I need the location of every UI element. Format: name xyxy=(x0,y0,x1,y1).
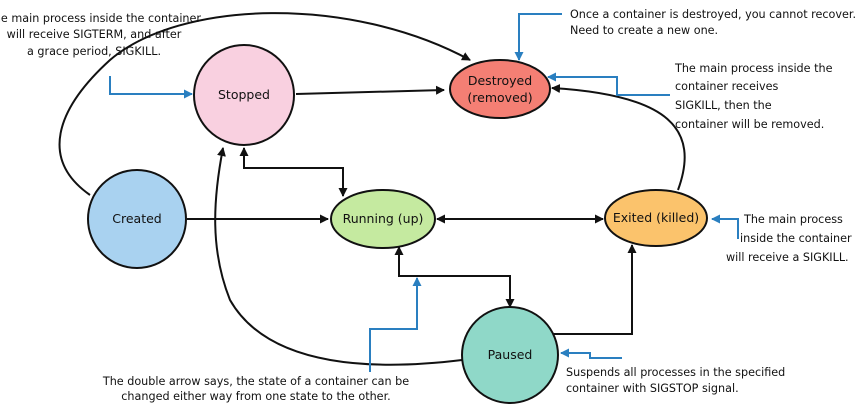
note-removed-line-1: The main process inside the xyxy=(674,62,833,75)
note-paused: Suspends all processes in the specified … xyxy=(566,366,785,395)
state-destroyed-label-1: Destroyed xyxy=(468,73,532,88)
state-running-label: Running (up) xyxy=(343,211,424,226)
state-destroyed-label-2: (removed) xyxy=(467,90,532,105)
note-removed-line-2: container receives xyxy=(675,80,778,93)
note-paused-line-2: container with SIGSTOP signal. xyxy=(566,382,739,395)
state-exited: Exited (killed) xyxy=(604,189,708,247)
state-created-circle xyxy=(87,169,187,269)
state-exited-ellipse xyxy=(604,189,708,247)
pointer-exited xyxy=(711,214,739,239)
pointer-paused xyxy=(560,348,622,359)
state-running-ellipse xyxy=(330,189,436,249)
note-destroyed-line-1: Once a container is destroyed, you canno… xyxy=(570,8,856,21)
arrow-created-to-destroyed xyxy=(58,12,471,196)
state-stopped-label: Stopped xyxy=(218,87,270,102)
note-paused-line-1: Suspends all processes in the specified xyxy=(566,366,785,379)
arrow-running-paused xyxy=(394,246,515,308)
state-stopped-circle xyxy=(193,44,295,146)
state-paused: Paused xyxy=(461,306,559,404)
note-stopped-line-2: will receive SIGTERM, and after xyxy=(7,28,182,41)
arrow-stopped-running xyxy=(239,147,348,197)
state-exited-label: Exited (killed) xyxy=(613,210,699,225)
note-double-arrow-line-1: The double arrow says, the state of a co… xyxy=(102,375,409,388)
note-stopped-line-3: a grace period, SIGKILL. xyxy=(27,45,161,58)
note-stopped-line-1: The main process inside the container xyxy=(0,12,201,25)
note-double-arrow: The double arrow says, the state of a co… xyxy=(102,375,409,403)
pointer-stopped xyxy=(109,76,193,99)
note-removed: The main process inside the container re… xyxy=(674,62,833,131)
annotation-pointers xyxy=(109,13,739,372)
note-destroyed: Once a container is destroyed, you canno… xyxy=(570,8,856,37)
state-stopped: Stopped xyxy=(193,44,295,146)
note-stopped: The main process inside the container wi… xyxy=(0,12,201,58)
pointer-destroyed xyxy=(514,13,562,61)
arrow-stopped-to-destroyed xyxy=(295,85,445,95)
state-created-label: Created xyxy=(112,211,161,226)
note-exited-line-2: inside the container xyxy=(740,232,852,245)
note-exited: The main process inside the container wi… xyxy=(726,213,852,264)
note-double-arrow-line-2: changed either way from one state to the… xyxy=(121,390,390,403)
arrow-paused-to-exited xyxy=(553,244,637,335)
state-destroyed-ellipse xyxy=(449,59,551,119)
state-paused-circle xyxy=(461,306,559,404)
state-paused-label: Paused xyxy=(488,347,533,362)
note-removed-line-3: SIGKILL, then the xyxy=(675,99,772,112)
state-destroyed: Destroyed (removed) xyxy=(449,59,551,119)
pointer-removed xyxy=(547,72,670,96)
state-created: Created xyxy=(87,169,187,269)
note-destroyed-line-2: Need to create a new one. xyxy=(570,24,718,37)
arrow-paused-to-stopped xyxy=(214,147,463,366)
note-exited-line-3: will receive a SIGKILL. xyxy=(726,251,849,264)
transition-arrows xyxy=(58,12,686,366)
pointer-double-arrow xyxy=(369,277,422,372)
note-exited-line-1: The main process xyxy=(743,213,843,226)
arrow-exited-to-destroyed xyxy=(551,83,686,191)
note-removed-line-4: container will be removed. xyxy=(675,118,824,131)
state-running: Running (up) xyxy=(330,189,436,249)
